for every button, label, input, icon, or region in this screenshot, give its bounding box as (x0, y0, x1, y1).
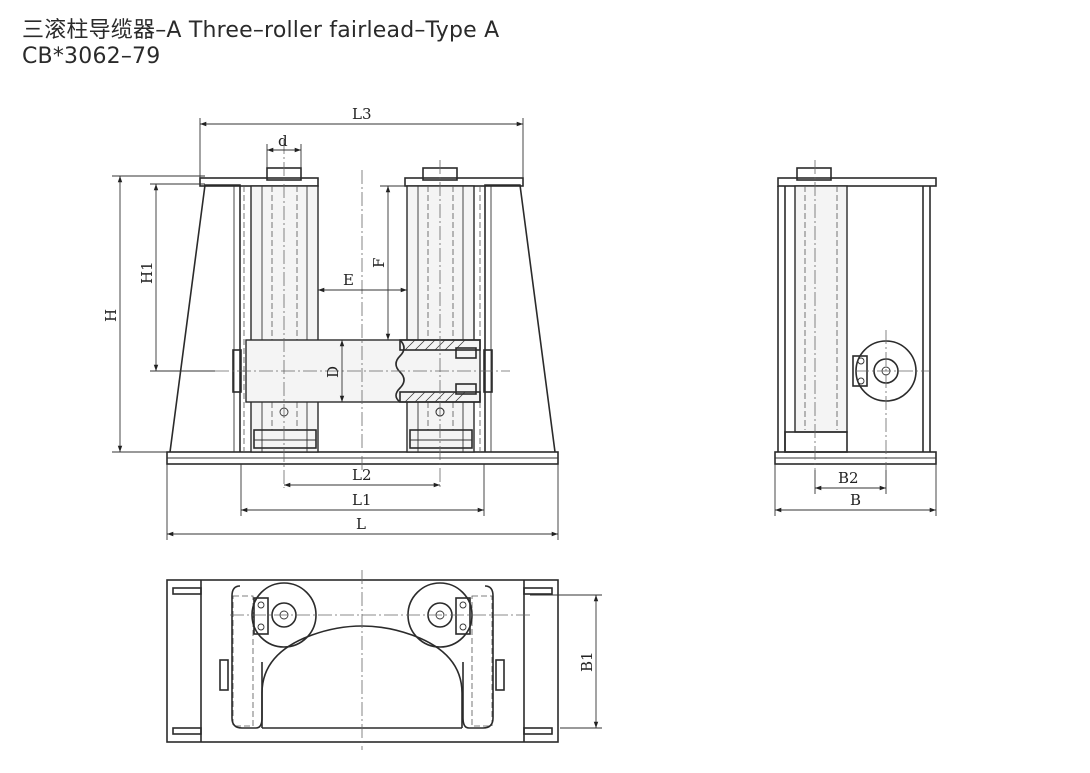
left-side-plate (169, 184, 241, 453)
left-vertical-roller (250, 185, 319, 453)
front-dimensions: L3 d H H1 E F D L2 L1 (102, 105, 559, 540)
dim-D: D (324, 366, 342, 378)
dim-E: E (343, 271, 354, 289)
dim-d: d (278, 132, 288, 150)
side-dimensions: B2 B (774, 464, 937, 516)
plan-dimensions: B1 (530, 594, 602, 729)
dim-H: H (102, 309, 120, 322)
dim-F: F (370, 258, 388, 268)
side-roller (794, 185, 848, 433)
dim-L3: L3 (352, 105, 372, 123)
side-top-plate (777, 177, 937, 187)
standard-number: CB*3062–79 (22, 44, 161, 69)
front-view (166, 140, 559, 488)
dim-B2: B2 (838, 469, 859, 487)
dim-L2: L2 (352, 466, 372, 484)
right-vertical-roller (406, 185, 475, 453)
dim-H1: H1 (138, 261, 156, 284)
dim-L: L (356, 515, 366, 533)
right-side-plate (484, 184, 556, 453)
dim-B1: B1 (578, 651, 596, 672)
drawing-title: 三滚柱导缆器–A Three–roller fairlead–Type A (22, 18, 500, 43)
side-view (774, 160, 937, 470)
dim-L1: L1 (352, 491, 372, 509)
plan-view (166, 570, 559, 750)
plan-base-plate (166, 579, 559, 743)
dim-B: B (850, 491, 861, 509)
